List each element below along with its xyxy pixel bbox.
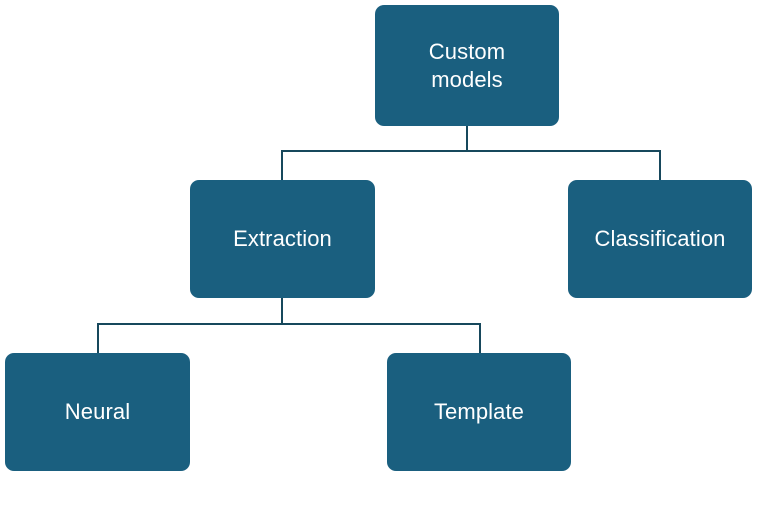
node-classification-label: Classification bbox=[594, 226, 726, 251]
edge-level1-horizontal-bar bbox=[281, 150, 661, 152]
node-extraction[interactable]: Extraction bbox=[190, 180, 375, 298]
node-custom-models[interactable]: Custom models bbox=[375, 5, 559, 126]
node-template[interactable]: Template bbox=[387, 353, 571, 471]
edge-extraction-to-template bbox=[479, 323, 481, 353]
node-extraction-label: Extraction bbox=[233, 226, 332, 251]
edge-root-to-extraction bbox=[281, 150, 283, 180]
node-classification[interactable]: Classification bbox=[568, 180, 752, 298]
node-template-label: Template bbox=[433, 399, 525, 424]
node-custom-models-label: Custom models bbox=[428, 38, 506, 92]
node-neural-label: Neural bbox=[64, 399, 131, 424]
edge-extraction-to-neural bbox=[97, 323, 99, 353]
edge-extraction-stem bbox=[281, 298, 283, 324]
edge-root-stem bbox=[466, 126, 468, 152]
edge-level2-horizontal-bar bbox=[97, 323, 481, 325]
node-neural[interactable]: Neural bbox=[5, 353, 190, 471]
edge-root-to-classification bbox=[659, 150, 661, 180]
